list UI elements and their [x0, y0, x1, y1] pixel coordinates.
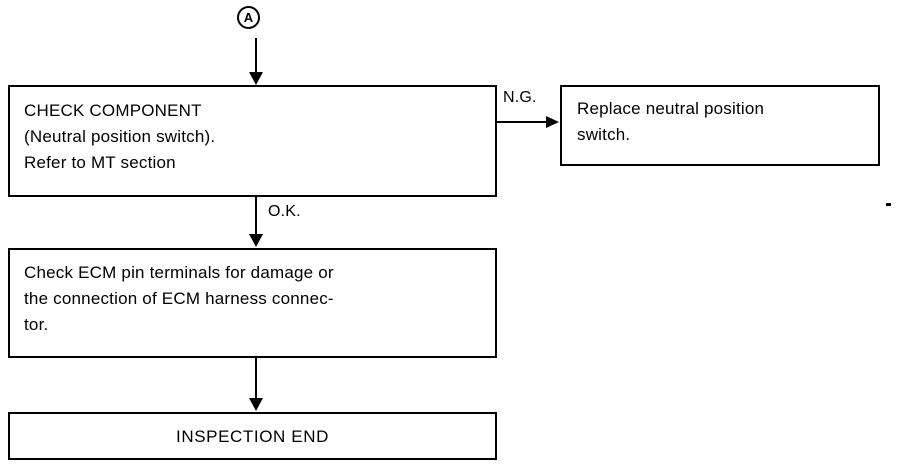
edge-label-ng: N.G.: [503, 89, 537, 106]
node-check-component: CHECK COMPONENT (Neutral position switch…: [8, 85, 497, 197]
ng-branch-line: [497, 121, 550, 123]
ecm-to-end-arrowhead: [249, 398, 263, 411]
node-replace-switch: Replace neutral position switch.: [560, 85, 880, 166]
entry-connector-label: A: [243, 10, 254, 25]
node-check-ecm-pins-text: Check ECM pin terminals for damage or th…: [24, 263, 334, 334]
node-check-component-text: CHECK COMPONENT (Neutral position switch…: [24, 101, 216, 172]
entry-connector-circle: A: [237, 6, 260, 29]
edge-label-ok: O.K.: [268, 203, 301, 220]
node-check-ecm-pins: Check ECM pin terminals for damage or th…: [8, 248, 497, 358]
node-replace-switch-text: Replace neutral position switch.: [577, 99, 765, 144]
node-inspection-end: INSPECTION END: [8, 412, 497, 460]
connector-to-check-line: [255, 38, 257, 74]
connector-to-check-arrowhead: [249, 72, 263, 85]
ok-branch-line: [255, 197, 257, 237]
node-inspection-end-text: INSPECTION END: [176, 427, 329, 446]
ok-branch-arrowhead: [249, 234, 263, 247]
ecm-to-end-line: [255, 358, 257, 400]
print-speck: [886, 203, 891, 206]
ng-branch-arrowhead: [546, 116, 559, 128]
